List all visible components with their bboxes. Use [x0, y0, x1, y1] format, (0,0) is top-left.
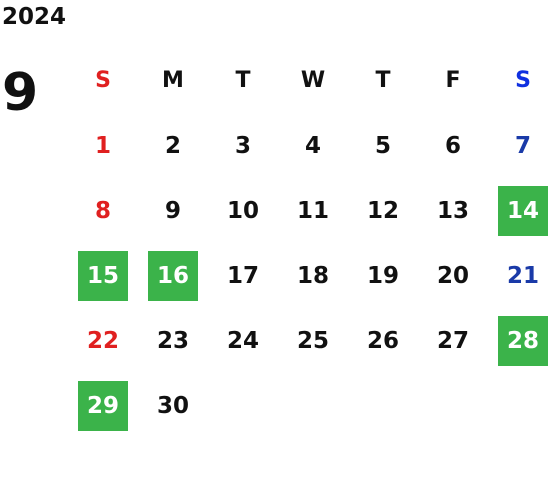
day-cell: 24 [208, 308, 278, 373]
day-cell: 9 [138, 178, 208, 243]
day-number: 15 [78, 250, 128, 301]
day-cell: 4 [278, 113, 348, 178]
day-number: 23 [156, 327, 189, 354]
day-number: 20 [436, 262, 469, 289]
day-number: 16 [148, 250, 198, 301]
day-number [288, 381, 338, 431]
day-cell: 1 [68, 113, 138, 178]
weekday-wed: W [300, 68, 326, 93]
day-cell: 6 [418, 113, 488, 178]
weekday-sun: S [95, 68, 111, 93]
day-number [428, 381, 478, 431]
day-number: 29 [78, 380, 128, 431]
day-number: 6 [444, 132, 461, 159]
day-cell [208, 373, 278, 438]
day-cell: 18 [278, 243, 348, 308]
year-label: 2024 [2, 4, 67, 30]
day-cell: 7 [488, 113, 548, 178]
day-cell: 16 [138, 243, 208, 308]
weekday-fri: F [445, 68, 461, 93]
day-cell [348, 373, 418, 438]
day-number: 14 [498, 185, 548, 236]
weekday-thu: T [375, 68, 391, 93]
day-number: 28 [498, 315, 548, 366]
day-cell: 23 [138, 308, 208, 373]
day-cell: 25 [278, 308, 348, 373]
day-cell: 10 [208, 178, 278, 243]
day-cell: 21 [488, 243, 548, 308]
day-number: 3 [234, 132, 251, 159]
day-cell: 2 [138, 113, 208, 178]
day-cell [488, 373, 548, 438]
day-cell: 13 [418, 178, 488, 243]
day-cell [278, 373, 348, 438]
day-cell: 20 [418, 243, 488, 308]
day-cell: 3 [208, 113, 278, 178]
day-number: 22 [86, 327, 119, 354]
day-number: 27 [436, 327, 469, 354]
day-cell: 29 [68, 373, 138, 438]
day-number: 1 [94, 132, 111, 159]
calendar-grid: S M T W T F S 1 2 3 4 5 6 7 8 9 10 11 12… [68, 48, 548, 438]
day-cell: 5 [348, 113, 418, 178]
day-cell: 14 [488, 178, 548, 243]
day-cell [418, 373, 488, 438]
day-number: 19 [366, 262, 399, 289]
day-number: 17 [226, 262, 259, 289]
month-label: 9 [2, 63, 39, 123]
day-number: 4 [304, 132, 321, 159]
day-number: 2 [164, 132, 181, 159]
day-cell: 27 [418, 308, 488, 373]
day-cell: 22 [68, 308, 138, 373]
day-cell: 26 [348, 308, 418, 373]
day-number: 11 [296, 197, 329, 224]
day-number: 18 [296, 262, 329, 289]
day-number: 26 [366, 327, 399, 354]
day-number: 7 [514, 132, 531, 159]
day-number: 13 [436, 197, 469, 224]
day-number [218, 381, 268, 431]
day-number: 25 [296, 327, 329, 354]
day-number: 12 [366, 197, 399, 224]
day-number [358, 381, 408, 431]
day-number: 10 [226, 197, 259, 224]
day-number: 8 [94, 197, 111, 224]
day-cell: 19 [348, 243, 418, 308]
day-number: 24 [226, 327, 259, 354]
day-cell: 17 [208, 243, 278, 308]
day-number [498, 381, 548, 431]
day-number: 21 [506, 262, 539, 289]
day-cell: 28 [488, 308, 548, 373]
weekday-sat: S [515, 68, 531, 93]
day-number: 5 [374, 132, 391, 159]
day-cell: 12 [348, 178, 418, 243]
day-number: 30 [156, 392, 189, 419]
day-cell: 30 [138, 373, 208, 438]
day-cell: 15 [68, 243, 138, 308]
day-number: 9 [164, 197, 181, 224]
weekday-tue: T [235, 68, 251, 93]
weekday-mon: M [162, 68, 184, 93]
day-cell: 8 [68, 178, 138, 243]
day-cell: 11 [278, 178, 348, 243]
